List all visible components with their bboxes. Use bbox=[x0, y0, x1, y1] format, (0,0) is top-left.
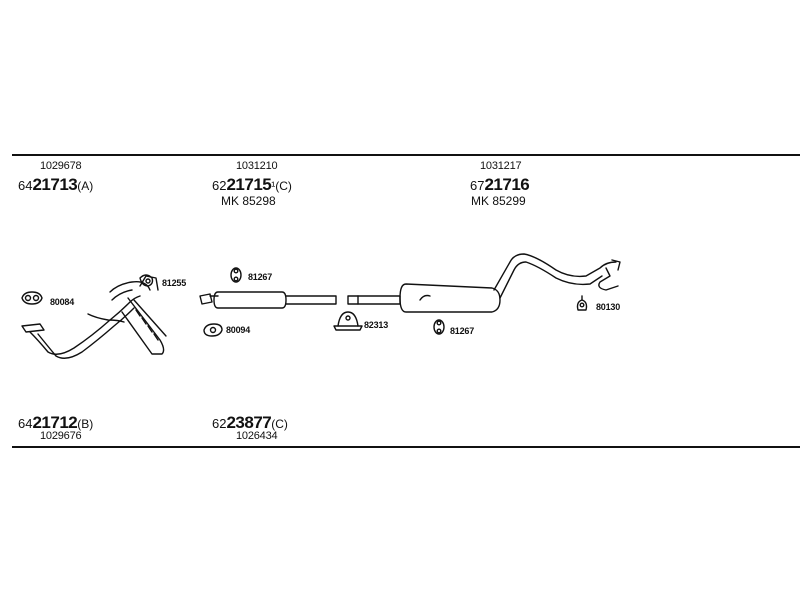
ref-number-5: 1026434 bbox=[236, 430, 278, 442]
rubber-mount-81267-b-icon bbox=[433, 319, 445, 335]
part-prefix: 67 bbox=[470, 178, 485, 193]
clamp-81255-icon bbox=[139, 274, 154, 287]
part-number-2: 6221715¹(C) bbox=[212, 176, 292, 194]
mk-number-2: MK 85299 bbox=[471, 194, 526, 208]
part-main: 21712 bbox=[32, 413, 78, 432]
gasket-80084-icon bbox=[21, 291, 43, 305]
part-suffix: (C) bbox=[271, 417, 288, 431]
part-prefix: 64 bbox=[18, 416, 33, 431]
part-number-5: 6223877(C) bbox=[212, 414, 288, 432]
front-pipe-icon bbox=[21, 275, 167, 359]
callout-81267-a: 81267 bbox=[248, 272, 273, 282]
middle-silencer-icon bbox=[199, 291, 337, 309]
rear-silencer-icon bbox=[347, 253, 621, 313]
part-number-4: 6421712(B) bbox=[18, 414, 93, 432]
hanger-80130-icon bbox=[576, 295, 588, 311]
part-suffix: (B) bbox=[77, 417, 94, 431]
part-number-1: 6421713(A) bbox=[18, 176, 93, 194]
part-prefix: 62 bbox=[212, 416, 227, 431]
callout-80130: 80130 bbox=[596, 302, 621, 312]
callout-82313: 82313 bbox=[364, 320, 389, 330]
top-rule bbox=[12, 154, 800, 156]
callout-81267-b: 81267 bbox=[450, 326, 475, 336]
part-prefix: 62 bbox=[212, 178, 227, 193]
part-suffix: (A) bbox=[77, 179, 94, 193]
mk-number-1: MK 85298 bbox=[221, 194, 276, 208]
ref-number-1: 1029678 bbox=[40, 160, 82, 172]
part-number-3: 6721716 bbox=[470, 175, 530, 194]
gasket-80094-icon bbox=[203, 323, 223, 337]
callout-81255: 81255 bbox=[162, 278, 187, 288]
bottom-rule bbox=[12, 446, 800, 448]
part-main: 21715 bbox=[226, 175, 272, 194]
ref-number-4: 1029676 bbox=[40, 430, 82, 442]
part-main: 21713 bbox=[32, 175, 78, 194]
ref-number-2: 1031210 bbox=[236, 160, 278, 172]
clamp-82313-icon bbox=[333, 311, 363, 331]
ref-number-3: 1031217 bbox=[480, 160, 522, 172]
part-main: 23877 bbox=[226, 413, 272, 432]
callout-80094: 80094 bbox=[226, 325, 251, 335]
part-suffix: ¹(C) bbox=[271, 179, 292, 193]
part-main: 21716 bbox=[484, 175, 530, 194]
part-prefix: 64 bbox=[18, 178, 33, 193]
rubber-mount-81267-icon bbox=[230, 267, 242, 283]
callout-80084: 80084 bbox=[50, 297, 75, 307]
